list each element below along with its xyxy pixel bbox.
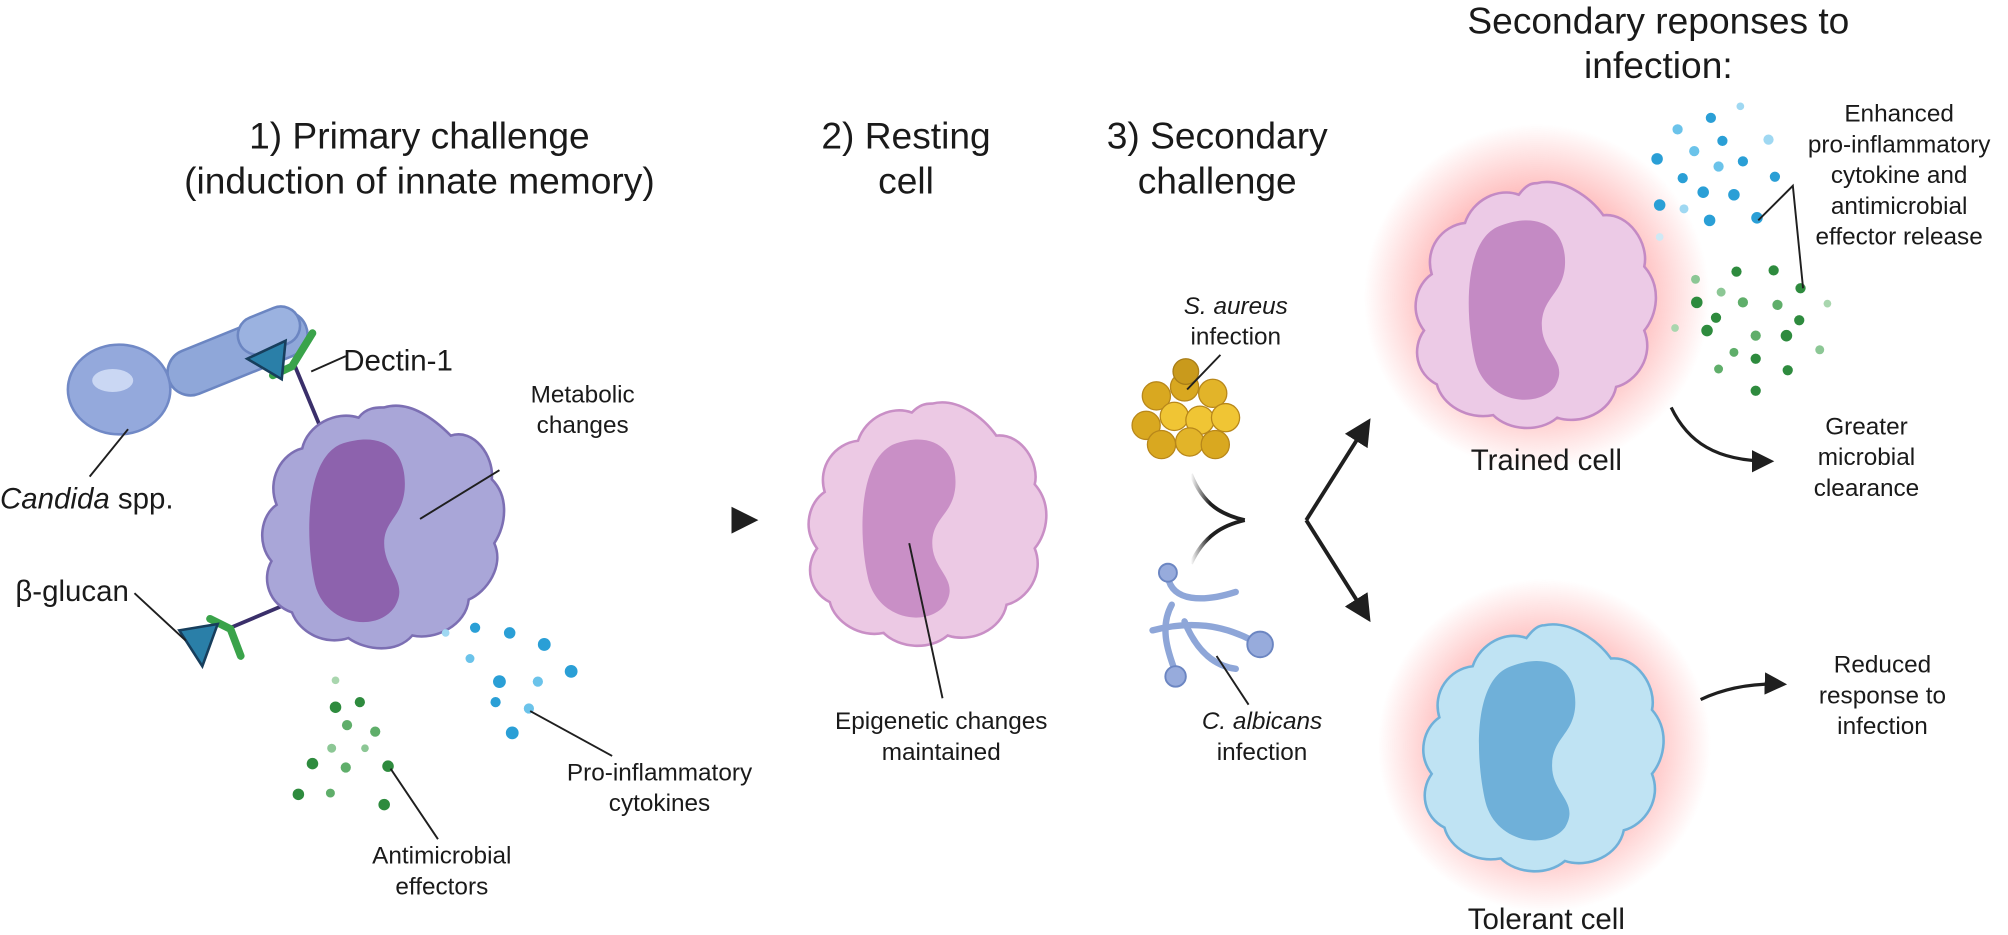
resting-cell-icon — [807, 401, 1048, 648]
pro-inflammatory-label: Pro-inflammatory cytokines — [544, 758, 775, 819]
antimicrobial-label: Antimicrobial effectors — [346, 842, 538, 903]
c-albicans-label: C. albicans infection — [1176, 707, 1349, 768]
candida-italic: Candida — [0, 481, 110, 516]
tolerant-cell-label: Tolerant cell — [1467, 901, 1625, 935]
arrow-greater-clearance — [1669, 406, 1775, 473]
tolerant-cell-icon — [1377, 579, 1711, 913]
epigenetic-line2: maintained — [881, 739, 1001, 767]
primary-effector-dots — [292, 676, 394, 811]
enhanced-line3: cytokine and — [1830, 162, 1968, 190]
s-aureus-line2: infection — [1190, 324, 1282, 352]
step-secondary-line1: 3) Secondary — [1106, 116, 1328, 158]
primary-cytokine-dots — [441, 622, 578, 740]
step-resting-heading: 2) Resting cell — [794, 115, 1018, 205]
enhanced-effector-dots — [1671, 265, 1832, 396]
reduced-line2: response to — [1818, 682, 1947, 710]
c-albicans-italic: C. albicans — [1201, 708, 1323, 736]
dectin-1-label: Dectin-1 — [343, 343, 453, 377]
greater-line1: Greater — [1825, 413, 1908, 441]
metabolic-line2: changes — [536, 412, 629, 440]
candida-rest: spp. — [109, 481, 174, 516]
responses-line2: infection: — [1584, 46, 1733, 88]
enhanced-cytokine-dots — [1651, 102, 1781, 241]
step-secondary-line2: challenge — [1137, 161, 1297, 203]
enhanced-release-label: Enhanced pro-inflammatory cytokine and a… — [1790, 100, 2008, 254]
greater-clearance-label: Greater microbial clearance — [1786, 413, 1946, 505]
responses-line1: Secondary reponses to — [1467, 1, 1850, 43]
antimicrobial-line2: effectors — [395, 873, 489, 901]
s-aureus-label: S. aureus infection — [1159, 292, 1313, 353]
primary-macrophage-icon — [260, 404, 506, 650]
candida-label: Candida spp. — [0, 484, 174, 513]
step-resting-line1: 2) Resting — [821, 116, 991, 158]
epigenetic-label: Epigenetic changes maintained — [807, 707, 1076, 768]
beta-glucan-label: β-glucan — [15, 573, 129, 608]
trained-cell-icon — [1363, 124, 1710, 471]
enhanced-line4: antimicrobial — [1830, 193, 1968, 221]
enhanced-line2: pro-inflammatory — [1807, 131, 1991, 159]
enhanced-pointer — [1757, 183, 1805, 289]
s-aureus-icon — [1131, 358, 1241, 460]
c-albicans-icon — [1149, 562, 1274, 688]
arrow-reduced-response — [1699, 672, 1788, 701]
step-resting-line2: cell — [878, 161, 934, 203]
metabolic-changes-label: Metabolic changes — [499, 381, 665, 442]
branching-arrows — [1133, 418, 1371, 623]
proinflammatory-line2: cytokines — [608, 790, 711, 818]
trained-cell-label: Trained cell — [1470, 443, 1622, 477]
beta-glucan-icon — [177, 597, 298, 670]
reduced-response-label: Reduced response to infection — [1799, 651, 1965, 743]
responses-heading: Secondary reponses to infection: — [1421, 0, 1895, 90]
enhanced-line5: effector release — [1815, 224, 1983, 252]
metabolic-line1: Metabolic — [530, 381, 635, 409]
dectin-1-receptor-icon — [244, 329, 329, 443]
step-secondary-heading: 3) Secondary challenge — [1086, 115, 1349, 205]
proinflammatory-line1: Pro-inflammatory — [566, 759, 753, 787]
enhanced-line1: Enhanced — [1844, 101, 1954, 129]
step-primary-line2: (induction of innate memory) — [184, 161, 655, 203]
reduced-line3: infection — [1837, 713, 1928, 741]
reduced-line1: Reduced — [1833, 652, 1932, 680]
c-albicans-line2: infection — [1216, 739, 1308, 767]
greater-line3: clearance — [1813, 475, 1920, 503]
antimicrobial-line1: Antimicrobial — [372, 843, 512, 870]
step-primary-heading: 1) Primary challenge (induction of innat… — [147, 115, 691, 205]
s-aureus-italic: S. aureus — [1183, 293, 1288, 321]
epigenetic-line1: Epigenetic changes — [835, 708, 1048, 736]
step-primary-line1: 1) Primary challenge — [249, 116, 590, 158]
greater-line2: microbial — [1817, 444, 1916, 472]
